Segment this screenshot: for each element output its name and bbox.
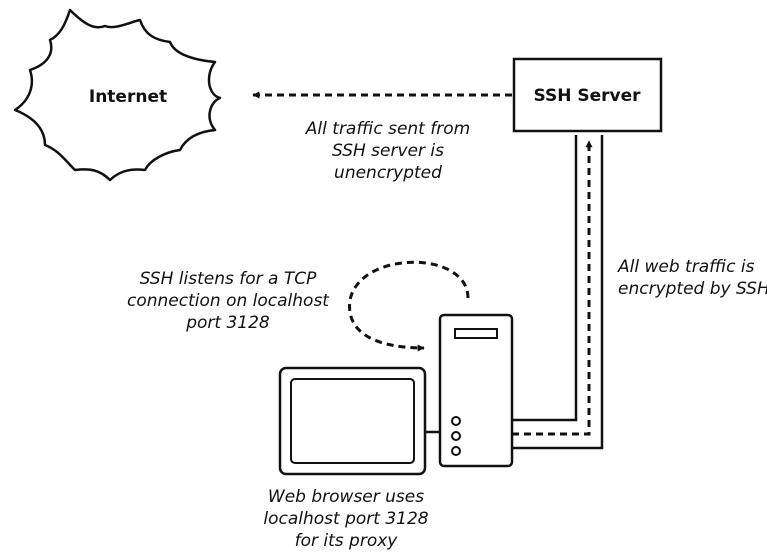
tower-light-3 (451, 446, 461, 456)
annotation-unencrypted: All traffic sent from SSH server is unen… (305, 119, 470, 183)
tunnel-wall-inner (512, 135, 578, 422)
annotation-unencrypted-line-2: SSH server is (332, 141, 444, 161)
annotation-encrypted: All web traffic is encrypted by SSH (617, 257, 767, 299)
listen-loop-arrow (348, 260, 470, 352)
internet-cloud-shape (13, 8, 222, 182)
ssh-server-box (512, 57, 663, 133)
annotation-encrypted-line-1: All web traffic is (617, 257, 755, 277)
annotation-listens: SSH listens for a TCP connection on loca… (127, 269, 330, 333)
monitor-screen (290, 378, 415, 464)
ssh-tunnel (512, 135, 604, 450)
ssh-server-label: SSH Server (533, 86, 641, 106)
internet-node: Internet (13, 8, 222, 182)
drive-slot (454, 328, 498, 339)
annotation-unencrypted-line-1: All traffic sent from (305, 119, 470, 139)
computer-monitor (278, 366, 440, 476)
tunnel-dashed-arrow (512, 140, 593, 436)
annotation-encrypted-line-2: encrypted by SSH (618, 279, 767, 299)
annotation-listens-line-3: port 3128 (185, 313, 270, 333)
tower-light-2 (451, 431, 461, 441)
annotation-unencrypted-line-3: unencrypted (334, 163, 442, 183)
annotation-browser-line-2: localhost port 3128 (263, 509, 428, 529)
ssh-server-node: SSH Server (512, 57, 663, 133)
computer-tower (438, 313, 514, 468)
tower-body (438, 313, 514, 468)
annotation-browser-line-1: Web browser uses (268, 487, 424, 507)
annotation-listens-line-2: connection on localhost (127, 291, 330, 311)
tunnel-wall-outer (512, 135, 604, 450)
annotation-listens-line-1: SSH listens for a TCP (140, 269, 317, 289)
annotation-browser: Web browser uses localhost port 3128 for… (263, 487, 428, 551)
annotation-browser-line-3: for its proxy (295, 531, 399, 551)
tower-light-1 (451, 416, 461, 426)
internet-label: Internet (89, 87, 167, 107)
